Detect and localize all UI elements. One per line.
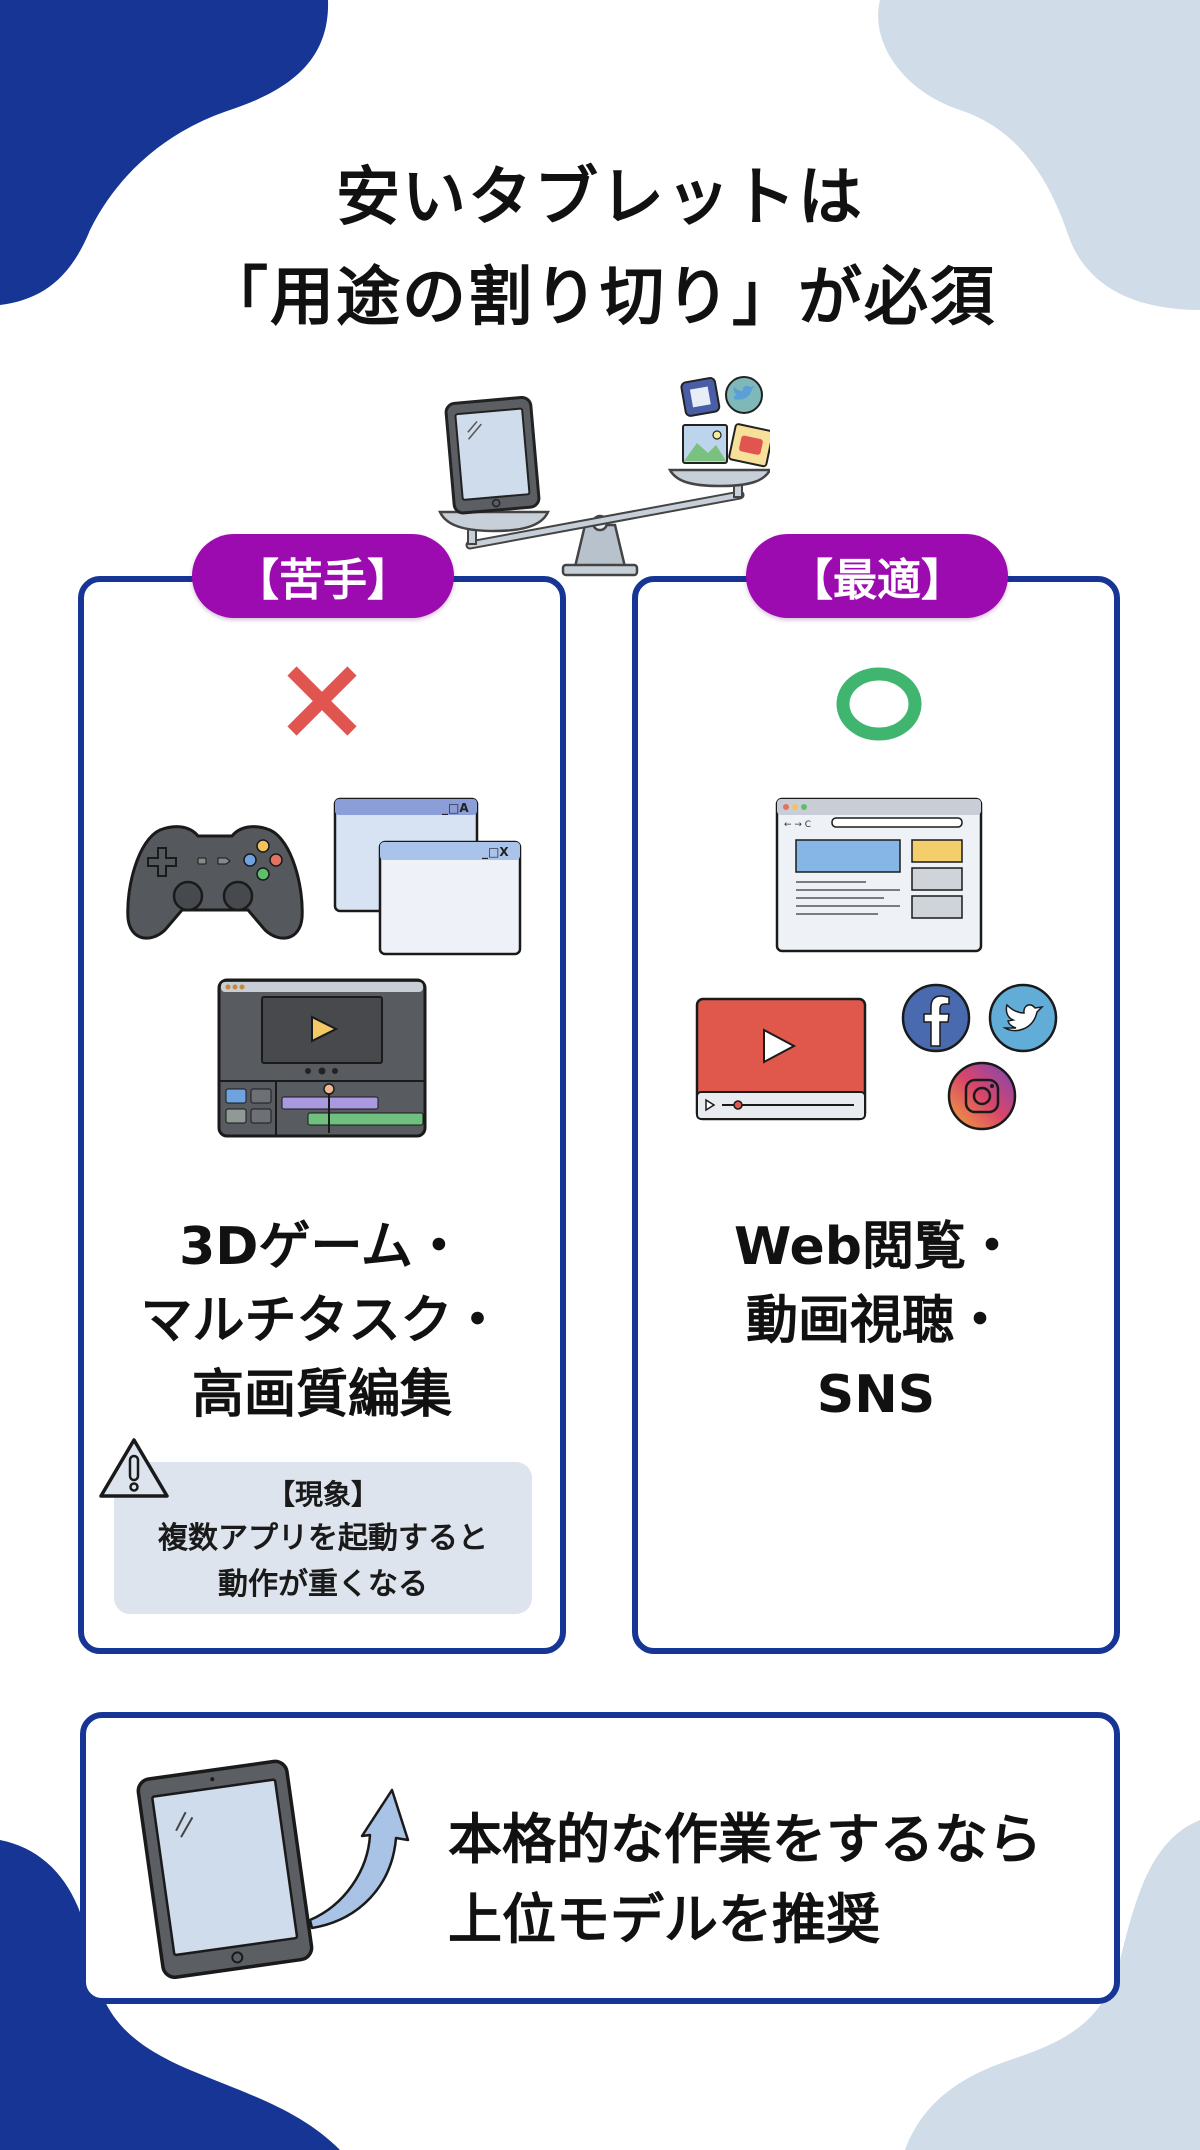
title-line-1: 安いタブレットは: [336, 161, 864, 235]
recommendation-line: 上位モデルを推奨: [448, 1888, 880, 1951]
blob-top-left: [0, 0, 329, 305]
twitter-icon: [988, 983, 1058, 1053]
game-controller-icon: [126, 825, 304, 940]
circle-icon: [836, 667, 922, 741]
tablet-upgrade-icon: [136, 1759, 410, 1979]
label-weak: 【苦手】: [192, 534, 454, 618]
video-icon: [728, 423, 770, 468]
photo-icon: [682, 424, 728, 464]
warning-line: 複数アプリを起動すると: [158, 1521, 488, 1556]
best-use-cases: Web閲覧・ 動画視聴・ SNS: [638, 1210, 1114, 1432]
recommendation-line: 本格的な作業をするなら: [448, 1808, 1042, 1871]
warning-icon: [99, 1438, 169, 1498]
facebook-icon: [901, 983, 971, 1053]
best-line: SNS: [816, 1365, 936, 1425]
video-player-icon: [695, 997, 867, 1121]
weak-line: 高画質編集: [191, 1365, 452, 1425]
tablet-icon: [444, 395, 541, 515]
blob-bottom-right: [905, 1820, 1200, 2150]
title-line-2: 「用途の割り切り」が必須: [204, 261, 996, 335]
video-editor-icon: [217, 978, 427, 1138]
warning-line: 動作が重くなる: [218, 1567, 428, 1602]
blob-bottom-left: [0, 1840, 340, 2150]
balance-scale-icon: [438, 376, 770, 577]
best-line: 動画視聴・: [745, 1291, 1006, 1351]
recommendation-text: 本格的な作業をするなら 上位モデルを推奨: [448, 1800, 1042, 1960]
instagram-icon: [947, 1061, 1017, 1131]
svg-text:← → C: ← → C: [784, 820, 811, 830]
svg-text:_□X: _□X: [482, 845, 509, 860]
weak-line: マルチタスク・: [140, 1291, 504, 1351]
warning-title: 【現象】: [266, 1478, 379, 1511]
multiple-windows-icon: _□A _□X: [333, 797, 522, 956]
web-browser-icon: ← → C: [775, 797, 983, 953]
blob-top-right: [878, 0, 1200, 310]
weak-use-cases: 3Dゲーム・ マルチタスク・ 高画質編集: [84, 1210, 560, 1432]
page-title: 安いタブレットは 「用途の割り切り」が必須: [0, 148, 1200, 348]
weak-line: 3Dゲーム・: [179, 1217, 465, 1277]
app-icon: [680, 377, 721, 417]
best-line: Web閲覧・: [734, 1217, 1018, 1277]
warning-box: 【現象】 複数アプリを起動すると 動作が重くなる: [114, 1462, 532, 1614]
svg-text:_□A: _□A: [442, 801, 469, 816]
label-best: 【最適】: [746, 534, 1008, 618]
cross-icon: [287, 666, 357, 736]
twitter-icon: [725, 376, 763, 414]
